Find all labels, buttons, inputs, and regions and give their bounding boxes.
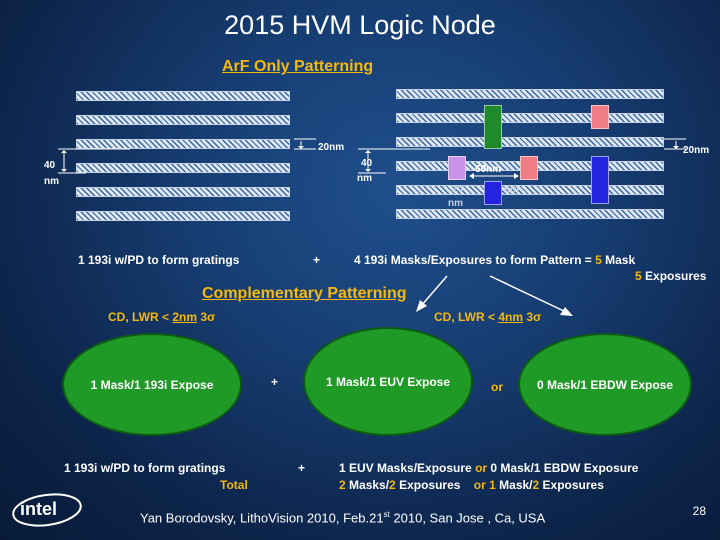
grating-line bbox=[76, 115, 290, 125]
summary-r1-plus: + bbox=[298, 461, 306, 475]
comp-heading: Complementary Patterning bbox=[202, 285, 407, 302]
arf-heading: ArF Only Patterning bbox=[222, 58, 374, 75]
pink-block bbox=[520, 156, 538, 180]
right-dim-nm: nm bbox=[357, 173, 372, 184]
ellipse-193i: 1 Mask/1 193i Expose bbox=[62, 333, 242, 436]
grating-line bbox=[396, 137, 664, 147]
arrow-left-head bbox=[416, 300, 427, 312]
arf-line1-right: 4 193i Masks/Exposures to form Pattern =… bbox=[354, 253, 636, 267]
dim-nm: nm bbox=[448, 198, 463, 209]
ellipse-plus: + bbox=[271, 375, 279, 389]
arf-line1-left: 1 193i w/PD to form gratings bbox=[78, 253, 240, 267]
grating-line bbox=[76, 139, 290, 149]
summary-total: Total bbox=[220, 478, 248, 492]
arf-plus: + bbox=[313, 253, 321, 267]
grating-line bbox=[396, 209, 664, 219]
right-dim-40: 40 bbox=[361, 158, 373, 169]
green-block bbox=[484, 105, 502, 149]
arrow-right-head bbox=[560, 307, 573, 316]
grating-line bbox=[76, 187, 290, 197]
left-dim-20nm: 20nm bbox=[318, 142, 345, 153]
left-dim-40: 40 bbox=[44, 160, 56, 171]
summary-r1-mid: 1 EUV Masks/Exposure or 0 Mask/1 EBDW Ex… bbox=[339, 461, 639, 475]
intel-logo: intel bbox=[10, 490, 84, 530]
arf-line2: 5 Exposures bbox=[635, 269, 707, 283]
citation: Yan Borodovsky, LithoVision 2010, Feb.21… bbox=[140, 510, 546, 526]
pink-block bbox=[591, 105, 609, 129]
slide-title: 2015 HVM Logic Node bbox=[224, 10, 496, 40]
cd-right: CD, LWR < 4nm 3σ bbox=[434, 310, 542, 324]
blue-block bbox=[591, 156, 609, 204]
intel-logo-swoosh bbox=[12, 493, 82, 527]
ellipse-euv: 1 Mask/1 EUV Expose bbox=[303, 327, 473, 436]
lavender-block bbox=[448, 156, 466, 180]
grating-line bbox=[396, 185, 664, 195]
blue-block bbox=[484, 181, 502, 205]
intel-logo-text: intel bbox=[20, 499, 58, 519]
dim-nm: nm bbox=[504, 184, 519, 195]
grating-line bbox=[396, 113, 664, 123]
grating-line bbox=[76, 163, 290, 173]
arrow-right-line bbox=[489, 275, 567, 313]
summary-r2: 2 Masks/2 Exposures or 1 Mask/2 Exposure… bbox=[339, 478, 604, 492]
dim-20: 20 bbox=[452, 184, 464, 195]
ellipse-or: or bbox=[491, 380, 503, 394]
page-number: 28 bbox=[692, 504, 706, 518]
left-dim-nm: nm bbox=[44, 176, 59, 187]
summary-r1-left: 1 193i w/PD to form gratings bbox=[64, 461, 226, 475]
grating-line bbox=[76, 91, 290, 101]
grating-line bbox=[76, 211, 290, 221]
ellipse-ebdw: 0 Mask/1 EBDW Expose bbox=[518, 333, 692, 436]
cd-left: CD, LWR < 2nm 3σ bbox=[108, 310, 216, 324]
arrow-left-line bbox=[420, 275, 448, 307]
grating-line bbox=[396, 89, 664, 99]
right-dim-20nm: 20nm bbox=[683, 145, 710, 156]
dim-60nm: 60nm bbox=[475, 164, 502, 175]
